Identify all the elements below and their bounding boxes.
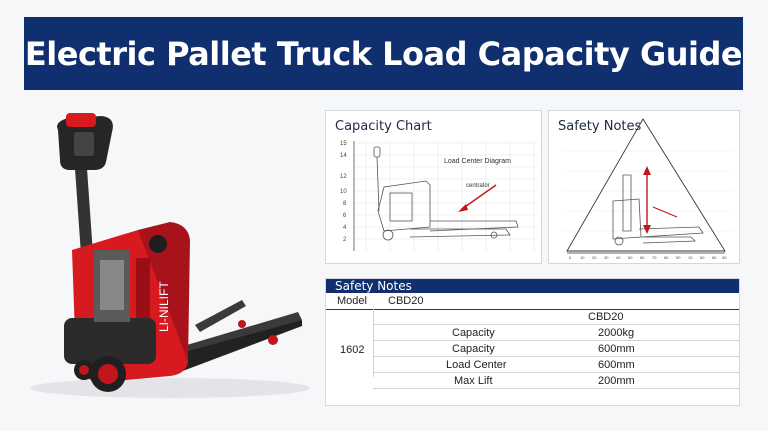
page-title: Electric Pallet Truck Load Capacity Guid… [24,34,743,73]
y-tick-label: 10 [340,189,347,195]
brand-text: LI-NILIFT [157,281,171,332]
table-divider [373,340,739,341]
page-title-banner: Electric Pallet Truck Load Capacity Guid… [24,17,743,90]
table-row-label: Capacity [452,343,495,355]
y-tick-label: 4 [343,225,347,231]
model-label: Model [337,295,367,307]
capacity-chart-panel: Capacity Chart 15 14 12 10 8 6 4 2 Load … [325,110,542,264]
table-row-label: Capacity [452,327,495,339]
table-row-value: 600mm [598,343,635,355]
row-group-label: 1602 [340,344,365,356]
x-tick-label: 10 [688,255,693,260]
model-value: CBD20 [388,295,424,307]
table-divider [373,324,739,325]
table-model-row: Model CBD20 [326,293,739,310]
table-divider [373,388,739,389]
table-row-value: 2000kg [598,327,635,339]
table-row-label: Max Lift [454,375,493,387]
x-tick-label: 50 [700,255,705,260]
safety-notes-panel: Safety Notes 0 10 20 30 40 50 60 [548,110,740,264]
table-row-value: 600mm [598,359,635,371]
y-tick-label: 12 [340,174,347,180]
product-image: LI-NILIFT [20,100,320,420]
x-tick-label: 20 [592,255,597,260]
x-tick-label: 70 [652,255,657,260]
pallet-truck-illustration: LI-NILIFT [30,113,310,398]
table-divider [373,356,739,357]
y-tick-label: 6 [343,213,347,219]
x-tick-label: 90 [676,255,681,260]
x-tick-label: 80 [712,255,717,260]
capacity-chart-title: Capacity Chart [335,119,432,134]
x-tick-label: 90 [722,255,727,260]
arrow-label: centrator [466,183,490,189]
x-tick-label: 50 [628,255,633,260]
x-tick-label: 80 [664,255,669,260]
safety-triangle-drawing: 0 10 20 30 40 50 60 70 80 90 10 50 80 90 [563,118,733,260]
fork-wheel-icon [268,335,278,345]
spec-table: Safety Notes Model CBD20 CBD20 1602 Capa… [325,278,740,406]
y-tick-label: 14 [340,153,347,159]
y-tick-label: 8 [343,201,347,207]
diagram-label: Load Center Diagram [444,158,511,165]
y-tick-label: 15 [340,141,347,147]
safety-notes-title: Safety Notes [558,119,642,134]
fork-wheel-icon [238,320,246,328]
capacity-chart-drawing: 15 14 12 10 8 6 4 2 Load Center Diagram … [340,141,538,251]
x-tick-label: 40 [616,255,621,260]
table-divider [373,372,739,373]
table-header: Safety Notes [326,279,739,293]
table-row-label: Load Center [446,359,507,371]
x-tick-label: 0 [569,255,572,260]
x-tick-label: 10 [580,255,585,260]
x-tick-label: 30 [604,255,609,260]
x-tick-label: 60 [640,255,645,260]
y-tick-label: 2 [343,237,347,243]
table-sub-header: CBD20 [588,311,624,323]
table-header-label: Safety Notes [335,279,412,293]
table-divider [373,309,374,377]
table-row-value: 200mm [598,375,635,387]
